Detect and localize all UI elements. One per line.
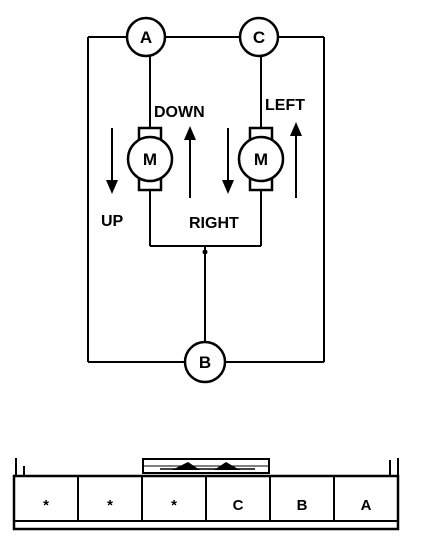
connector-cell-label: A [361, 497, 372, 514]
connector-cell-label: B [297, 497, 308, 514]
connector: * * * C B A [12, 458, 400, 531]
label-left: LEFT [265, 97, 305, 114]
label-right: RIGHT [189, 215, 239, 232]
motor-left: M [126, 126, 174, 192]
arrow-down [184, 126, 196, 198]
connector-cell-label: C [233, 497, 244, 514]
node-b: B [183, 340, 227, 384]
arrow-right [222, 128, 234, 194]
node-a: A [125, 16, 167, 58]
svg-text:M: M [254, 150, 268, 169]
connector-cell-label: * [107, 497, 113, 514]
connector-cell-label: * [171, 497, 177, 514]
connector-cell-label: * [43, 497, 49, 514]
svg-text:B: B [199, 353, 211, 372]
arrow-left [290, 122, 302, 198]
svg-text:M: M [143, 150, 157, 169]
node-c: C [238, 16, 280, 58]
motor-right: M [237, 126, 285, 192]
label-up: UP [101, 213, 124, 230]
arrow-up [106, 128, 118, 194]
svg-text:A: A [140, 28, 152, 47]
circuit-wires [87, 36, 325, 363]
svg-text:C: C [253, 28, 265, 47]
label-down: DOWN [154, 104, 205, 121]
